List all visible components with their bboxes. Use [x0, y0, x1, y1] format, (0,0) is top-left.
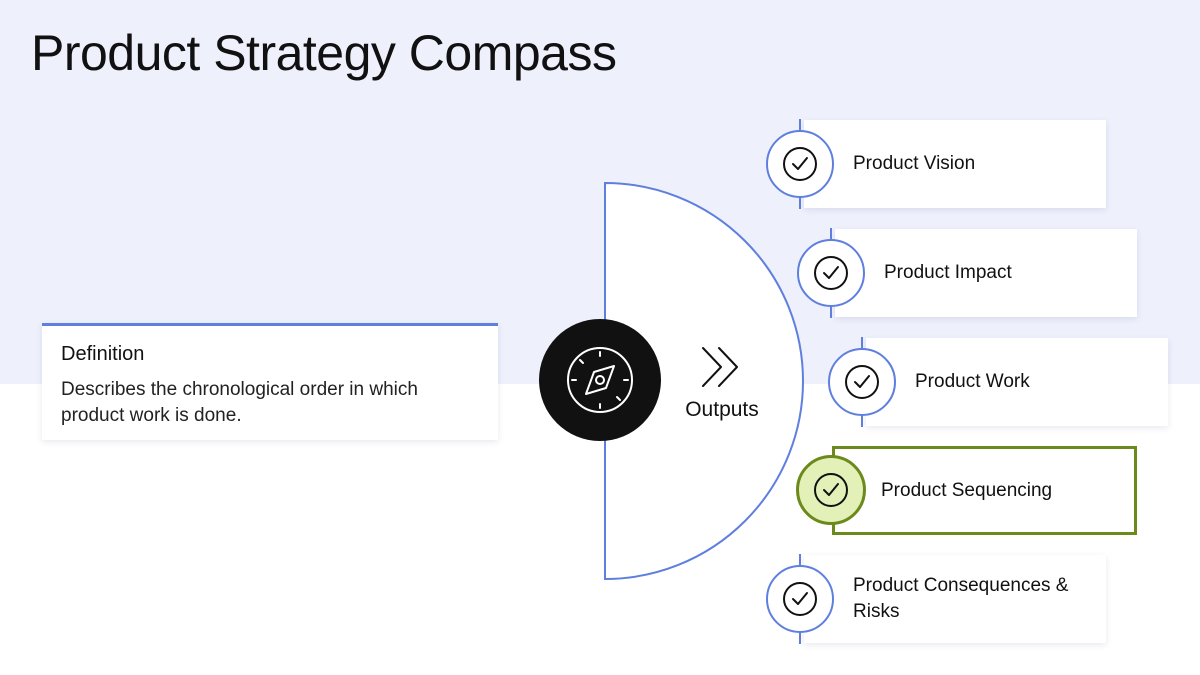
check-circle-active — [796, 455, 866, 525]
output-card-product-vision: Product Vision — [804, 120, 1106, 208]
double-chevron-right-icon — [702, 347, 738, 387]
definition-text: Describes the chronological order in whi… — [61, 379, 418, 426]
checkmark-icon — [814, 256, 848, 290]
output-label: Product Vision — [853, 153, 976, 174]
checkmark-icon — [845, 365, 879, 399]
output-card-product-impact: Product Impact — [835, 229, 1137, 317]
output-card-product-sequencing: Product Sequencing — [832, 446, 1137, 535]
outputs-label: Outputs — [685, 398, 759, 421]
definition-heading: Definition — [61, 343, 145, 365]
check-circle — [797, 239, 865, 307]
check-circle — [766, 130, 834, 198]
definition-card: Definition Describes the chronological o… — [42, 323, 498, 440]
check-circle — [828, 348, 896, 416]
check-circle — [766, 565, 834, 633]
output-card-product-work: Product Work — [866, 338, 1168, 426]
output-card-product-consequences-risks: Product Consequences & Risks — [804, 555, 1106, 643]
output-label: Product Consequences & Risks — [853, 575, 1069, 622]
outputs-half-disc — [604, 181, 804, 581]
checkmark-icon — [783, 147, 817, 181]
output-label: Product Impact — [884, 262, 1012, 283]
output-label: Product Sequencing — [881, 479, 1053, 501]
checkmark-icon — [814, 473, 848, 507]
checkmark-icon — [783, 582, 817, 616]
page-title: Product Strategy Compass — [31, 25, 617, 81]
compass-icon — [539, 319, 661, 441]
output-label: Product Work — [915, 371, 1030, 392]
